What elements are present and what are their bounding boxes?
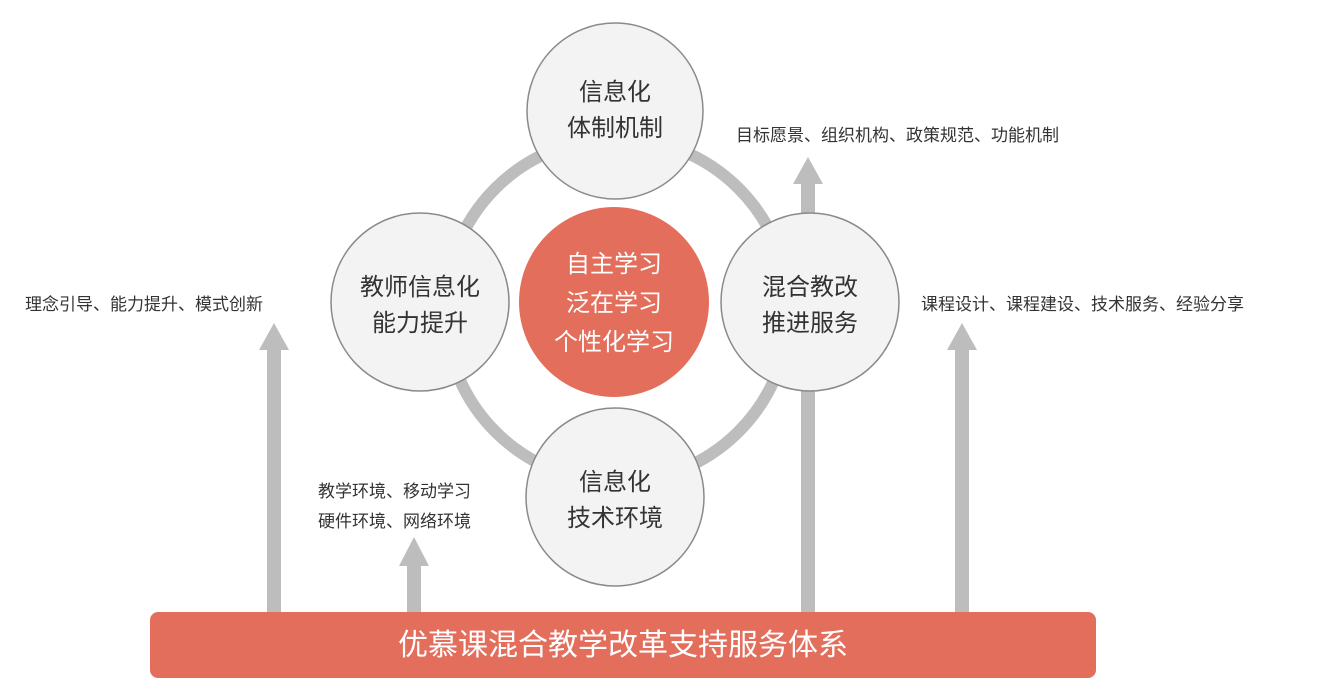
node-right-line-1: 混合教改 (762, 273, 858, 301)
node-top-line-2: 体制机制 (567, 114, 663, 142)
annotation-right: 课程设计、课程建设、技术服务、经验分享 (921, 295, 1244, 315)
base-bar: 优慕课混合教学改革支持服务体系 (150, 612, 1096, 678)
node-bottom-line-2: 技术环境 (567, 504, 663, 532)
base-bar-label: 优慕课混合教学改革支持服务体系 (398, 628, 848, 663)
node-top-line-1: 信息化 (579, 78, 651, 106)
node-left-line-1: 教师信息化 (360, 273, 480, 301)
arrow-far-right (947, 323, 977, 613)
center-line-3: 个性化学习 (554, 328, 674, 356)
node-left: 教师信息化 能力提升 (330, 212, 510, 392)
annotation-left: 理念引导、能力提升、模式创新 (25, 294, 263, 315)
center-line-2: 泛在学习 (566, 289, 662, 317)
node-right-line-2: 推进服务 (762, 309, 858, 337)
annotation-bottom-left-2: 硬件环境、网络环境 (318, 512, 471, 532)
annotation-bottom-left-1: 教学环境、移动学习 (318, 482, 471, 502)
node-center: 自主学习 泛在学习 个性化学习 (519, 207, 709, 397)
arrow-left (259, 323, 289, 613)
node-bottom: 信息化 技术环境 (525, 407, 705, 587)
arrow-bottom-left (399, 537, 429, 613)
node-right: 混合教改 推进服务 (720, 212, 900, 392)
node-bottom-line-1: 信息化 (579, 468, 651, 496)
center-line-1: 自主学习 (566, 250, 662, 278)
node-left-line-2: 能力提升 (372, 309, 468, 337)
annotation-top-right: 目标愿景、组织机构、政策规范、功能机制 (736, 126, 1059, 146)
node-top: 信息化 体制机制 (526, 22, 704, 200)
